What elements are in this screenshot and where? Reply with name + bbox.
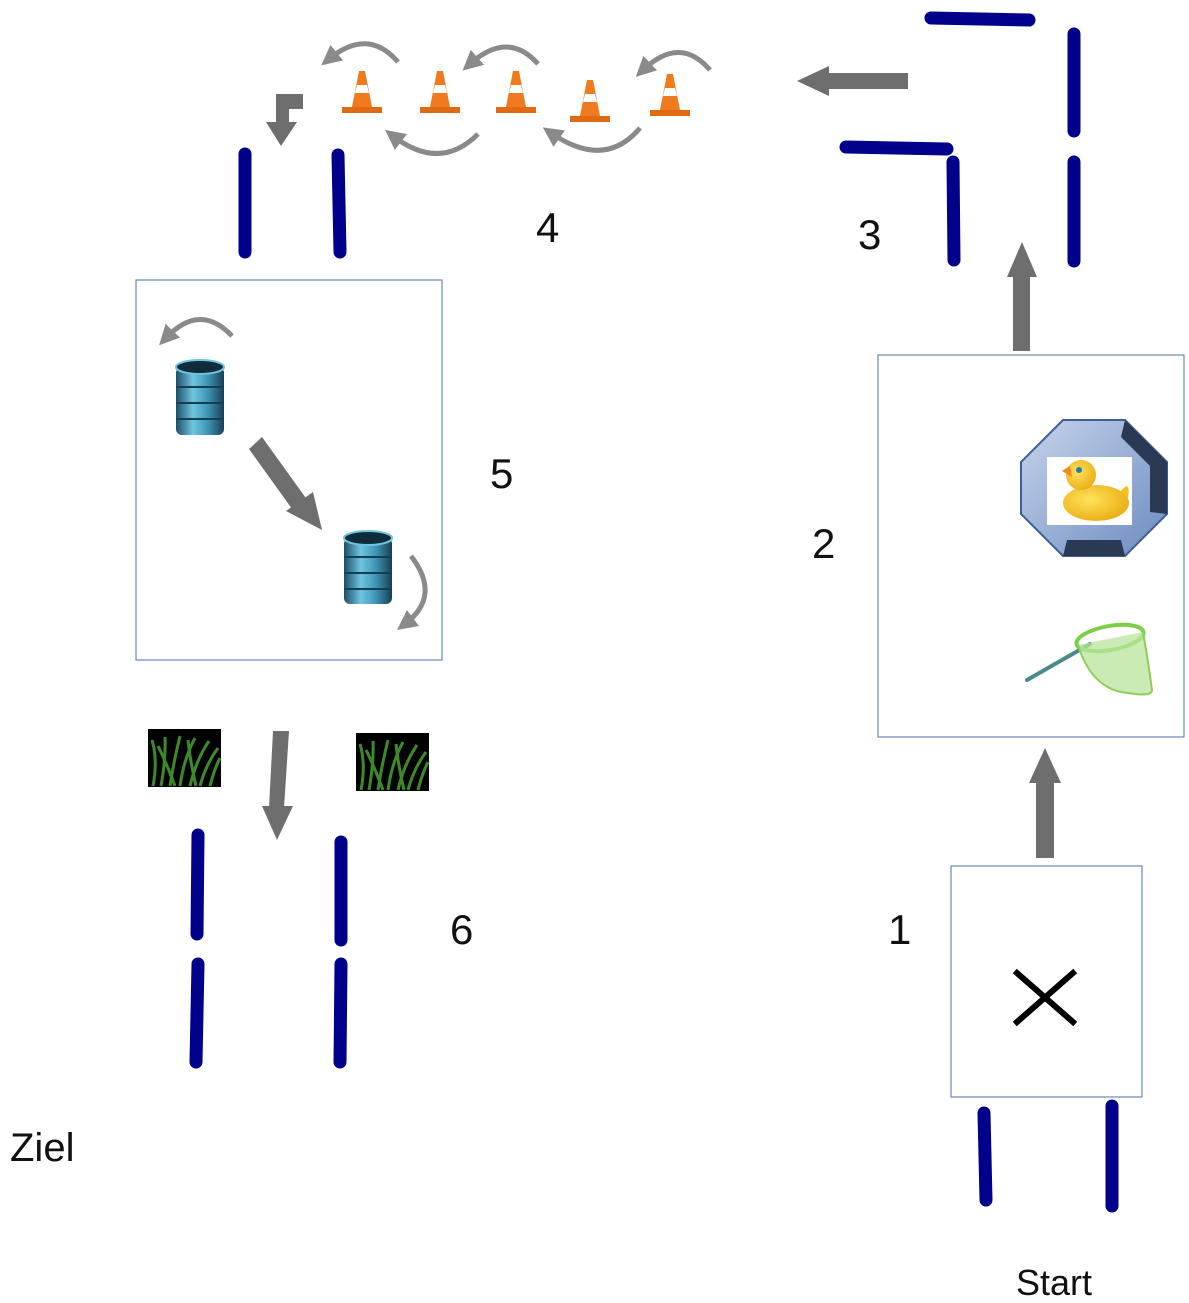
rubber-duck-icon [1062, 460, 1129, 521]
curved-arrow-icon [542, 126, 642, 153]
straight-arrow-icon [797, 66, 908, 96]
traffic-cone-icon [420, 71, 460, 113]
station-4-label: 4 [536, 204, 560, 251]
traffic-cone-icon [570, 80, 610, 122]
straight-arrow-icon [262, 731, 293, 840]
station-1-label: 1 [888, 906, 912, 953]
station-1-box [950, 865, 1143, 1098]
station-2-label: 2 [812, 520, 836, 567]
bent-arrow-icon [266, 94, 303, 146]
start-label: Start [1016, 1262, 1093, 1303]
station-6-label: 6 [450, 906, 474, 953]
x-mark-icon [1012, 968, 1078, 1027]
curved-arrow-icon [635, 50, 712, 77]
station-6-gates [189, 828, 348, 1069]
station-4-exit-gate [238, 147, 347, 259]
barrel-icon [175, 359, 225, 435]
curved-arrow-icon [397, 554, 428, 631]
station-3-label: 3 [858, 211, 882, 258]
straight-arrow-icon [249, 437, 322, 530]
curved-arrow-icon [159, 317, 234, 346]
grass-tuft-icon [356, 733, 430, 791]
grass-tuft-icon [148, 729, 222, 787]
station-5-box [135, 279, 443, 661]
station-3-corridor [839, 11, 1081, 268]
traffic-cone-icon [650, 74, 690, 116]
traffic-cone-icon [342, 71, 382, 113]
station-5-label: 5 [490, 450, 514, 497]
curved-arrow-icon [385, 129, 480, 156]
barrel-icon [343, 530, 393, 604]
traffic-cone-icon [496, 71, 536, 113]
start-gate [977, 1099, 1119, 1213]
curved-arrow-icon [321, 41, 400, 66]
curved-arrow-icon [462, 44, 540, 71]
slalom-curved-arrows [321, 41, 712, 156]
cone-slalom [342, 71, 690, 122]
straight-arrow-icon [1007, 242, 1037, 351]
fishing-net-icon [1025, 622, 1154, 696]
goal-label: Ziel [10, 1126, 75, 1170]
straight-arrow-icon [1029, 748, 1061, 858]
